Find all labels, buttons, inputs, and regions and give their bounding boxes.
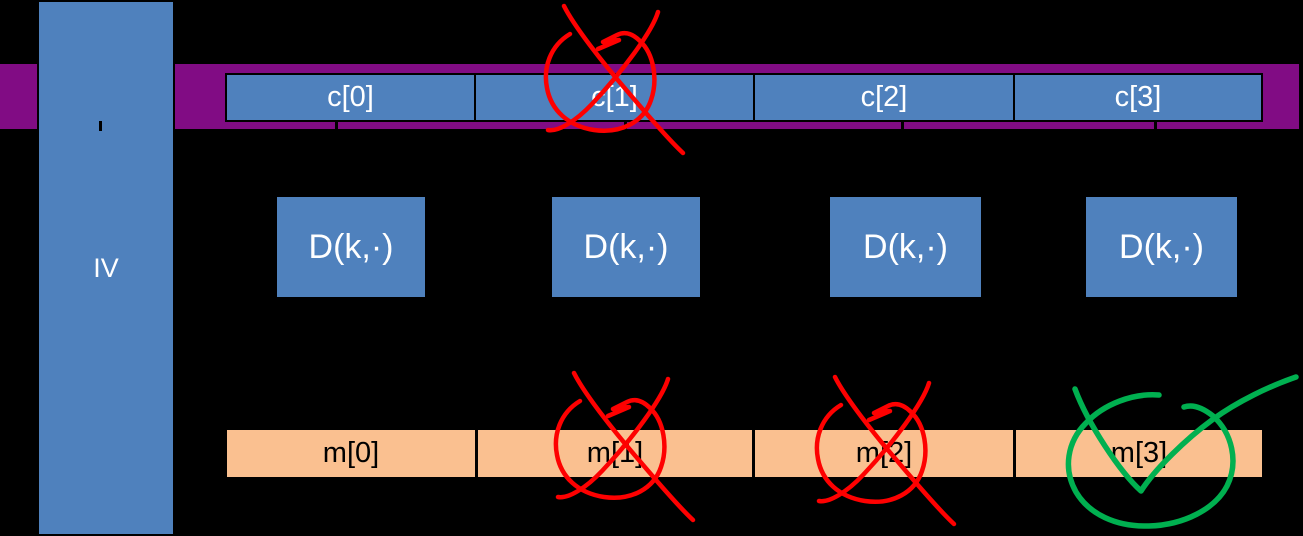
c2-block: c[2] xyxy=(860,81,908,113)
c1-block: c[1] xyxy=(591,81,638,113)
m0-block: m[0] xyxy=(322,437,380,469)
c3-block: c[3] xyxy=(1114,81,1162,113)
c1-c2-divider xyxy=(753,75,755,120)
decrypt-box-0: D(k,·) xyxy=(277,197,425,297)
m2-m3-divider xyxy=(1013,430,1016,477)
ciphertext-blocks-row: c[0] c[1] c[2] c[3] xyxy=(225,73,1263,122)
connector-tick xyxy=(624,121,627,131)
c0-c1-divider xyxy=(474,75,476,120)
m2-block: m[2] xyxy=(855,437,913,469)
connector-tick xyxy=(99,121,102,131)
c2-c3-divider xyxy=(1013,75,1015,120)
connector-tick xyxy=(1154,121,1157,131)
decrypt-box-3: D(k,·) xyxy=(1086,197,1237,297)
connector-tick xyxy=(335,121,338,131)
iv-block: IV xyxy=(37,0,175,536)
m0-m1-divider xyxy=(475,430,478,477)
m1-block: m[1] xyxy=(586,437,644,469)
message-blocks-row: m[0] m[1] m[2] m[3] xyxy=(227,430,1262,477)
c0-block: c[0] xyxy=(327,81,374,113)
decrypt-box-1: D(k,·) xyxy=(552,197,700,297)
m1-m2-divider xyxy=(752,430,755,477)
m3-block: m[3] xyxy=(1110,437,1168,469)
connector-tick xyxy=(901,121,904,131)
decrypt-box-2: D(k,·) xyxy=(830,197,981,297)
